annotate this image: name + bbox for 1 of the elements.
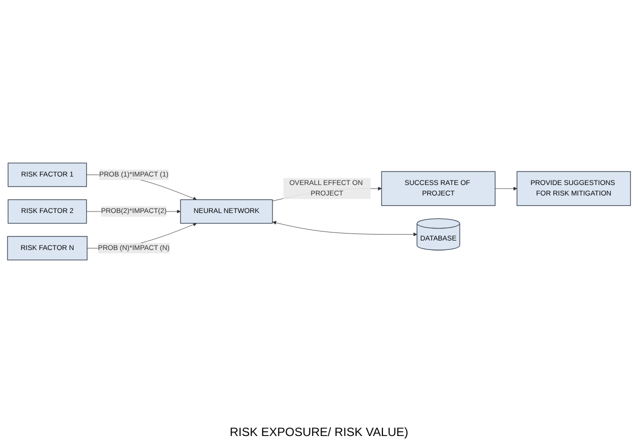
note-text: RISK EXPOSURE/ RISK VALUE) xyxy=(230,425,408,439)
